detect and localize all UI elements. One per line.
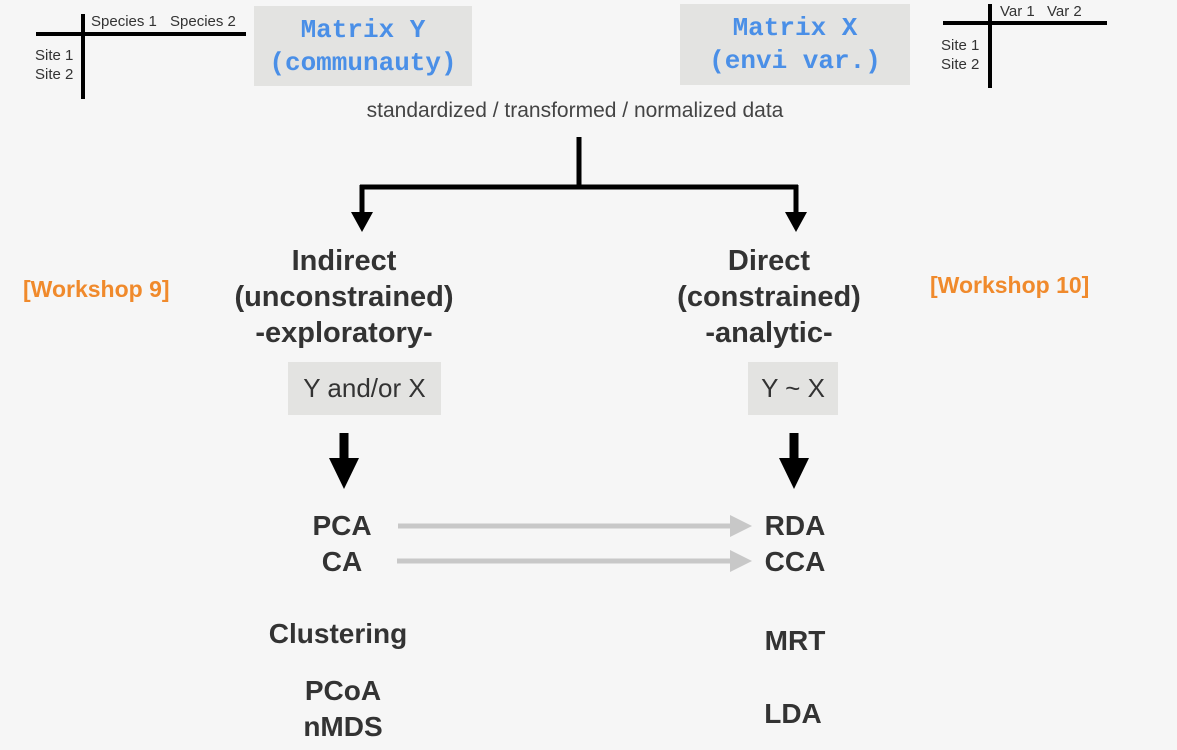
method-nmds: nMDS [303,711,383,742]
matrix-y-col2: Species 2 [170,13,236,30]
matrix-x-box: Matrix X (envi var.) [680,4,910,85]
indirect-condition-label: Y and/or X [303,373,426,403]
right-down-arrowhead [779,458,809,489]
workshop-9-label: [Workshop 9] [23,276,170,302]
method-cca: CCA [764,546,826,577]
direct-condition-box: Y ~ X [748,362,838,415]
indirect-heading: Indirect (unconstrained) -exploratory- [194,243,494,351]
split-left-arrowhead [351,212,373,232]
matrix-x-row2: Site 2 [941,56,980,73]
indirect-condition-box: Y and/or X [288,362,441,415]
matrix-x-col1: Var 1 [1000,3,1035,20]
left-down-arrowhead [329,458,359,489]
method-lda: LDA [764,698,822,729]
ca-cca-arrowhead [730,550,752,572]
pca-rda-arrowhead [730,515,752,537]
direct-heading-line3: -analytic- [705,317,833,349]
matrix-y-title: Matrix Y [300,15,426,45]
direct-condition-label: Y ~ X [761,373,825,403]
matrix-x-row1: Site 1 [941,37,980,54]
workshop-10-label: [Workshop 10] [930,272,1090,298]
split-right-arrowhead [785,212,807,232]
matrix-x-col2: Var 2 [1047,3,1082,20]
indirect-heading-line1: Indirect [291,245,397,277]
matrix-x-subtitle: (envi var.) [709,46,881,76]
direct-heading-line1: Direct [727,245,811,277]
data-preparation-label: standardized / transformed / normalized … [366,99,784,122]
indirect-heading-line3: -exploratory- [255,317,433,349]
direct-heading: Direct (constrained) -analytic- [619,243,919,351]
method-mrt: MRT [764,625,826,656]
method-pcoa: PCoA [304,675,382,706]
matrix-x-title: Matrix X [732,13,858,43]
method-pca: PCA [312,510,372,541]
matrix-y-row2: Site 2 [35,66,74,83]
matrix-y-row1: Site 1 [35,47,74,64]
matrix-y-box: Matrix Y (communauty) [254,6,472,86]
method-ca: CA [321,546,363,577]
method-clustering: Clustering [268,618,408,649]
direct-heading-line2: (constrained) [677,281,861,313]
method-rda: RDA [764,510,826,541]
indirect-heading-line2: (unconstrained) [234,281,454,313]
matrix-y-col1: Species 1 [91,13,157,30]
matrix-y-subtitle: (communauty) [269,48,457,78]
